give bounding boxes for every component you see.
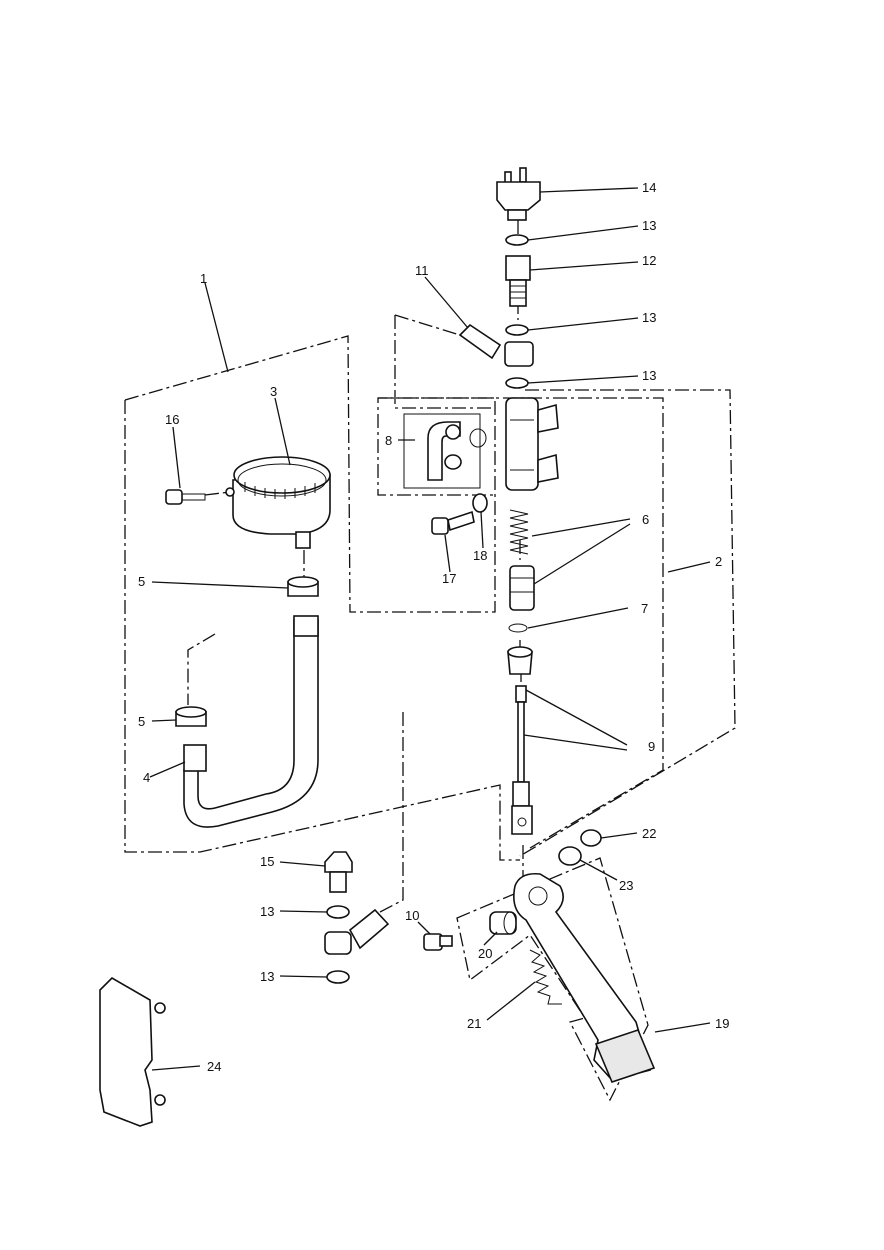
group-2-boundary (519, 389, 736, 857)
callout-18: 18 (473, 548, 487, 563)
hose-top-leader (187, 633, 216, 705)
group-1-lower-boundary (124, 400, 520, 861)
adapter-bolt (505, 255, 531, 307)
callout-13-b: 13 (642, 310, 656, 325)
callout-8: 8 (385, 433, 392, 448)
brake-pedal (513, 872, 656, 1083)
hose-clip-upper (287, 576, 319, 597)
pedal-pivot-bush (489, 911, 517, 935)
group-19-boundary (456, 857, 649, 1102)
callout-23: 23 (619, 878, 633, 893)
banjo-leader (394, 314, 461, 336)
reservoir-hose (183, 619, 319, 828)
brake-light-switch (496, 167, 541, 221)
group-1-boundary (124, 335, 496, 613)
callout-13-e: 13 (260, 969, 274, 984)
callout-10: 10 (405, 908, 419, 923)
callout-17: 17 (442, 571, 456, 586)
piston-spring-set (509, 509, 535, 611)
sealing-washer-1 (505, 234, 529, 246)
callout-14: 14 (642, 180, 656, 195)
callout-15: 15 (260, 854, 274, 869)
reservoir-screw (165, 489, 206, 505)
hose-end-upper (293, 615, 319, 637)
mounting-bolt (431, 510, 475, 535)
callout-1: 1 (200, 271, 207, 286)
pedal-seal (580, 829, 602, 847)
pedal-bush (558, 846, 582, 866)
callout-13-a: 13 (642, 218, 656, 233)
group-2-inner-boundary (378, 397, 664, 849)
banjo-hose-stub (458, 323, 534, 367)
master-cylinder-body (505, 397, 559, 491)
hose-end-lower (183, 744, 207, 772)
centerline-axis (517, 220, 524, 880)
lower-banjo (324, 908, 390, 955)
inlet-elbow-kit (403, 413, 487, 489)
hose-clip-lower (175, 706, 207, 727)
hose-connector-leader (379, 712, 404, 913)
callout-2: 2 (715, 554, 722, 569)
parts (99, 167, 656, 1127)
callout-11: 11 (415, 263, 429, 278)
callout-22: 22 (642, 826, 656, 841)
group-boundaries (124, 220, 736, 1102)
sealing-washer-5 (326, 970, 350, 984)
callout-4: 4 (143, 770, 150, 785)
callout-numbers: 1 2 3 4 5 5 6 7 8 9 10 11 12 13 13 13 13… (138, 180, 729, 1074)
fluid-reservoir (225, 456, 331, 549)
callout-7: 7 (641, 601, 648, 616)
sealing-washer-2 (505, 324, 529, 336)
callout-24: 24 (207, 1059, 221, 1074)
callout-5-lower: 5 (138, 714, 145, 729)
sealing-washer-4 (326, 905, 350, 919)
group-8-boundary (394, 315, 495, 409)
callout-19: 19 (715, 1016, 729, 1031)
callout-6: 6 (642, 512, 649, 527)
callout-20: 20 (478, 946, 492, 961)
callout-12: 12 (642, 253, 656, 268)
callout-9: 9 (648, 739, 655, 754)
sealing-washer-3 (505, 377, 529, 389)
circlip (508, 623, 528, 633)
callout-5-upper: 5 (138, 574, 145, 589)
pivot-bolt (423, 933, 453, 951)
leader-lines (149, 187, 711, 1071)
callout-21: 21 (467, 1016, 481, 1031)
callout-13-d: 13 (260, 904, 274, 919)
pushrod-assembly (511, 685, 533, 835)
union-bolt (324, 851, 353, 893)
callout-3: 3 (270, 384, 277, 399)
return-spring (529, 949, 562, 1005)
callout-16: 16 (165, 412, 179, 427)
heel-guard-plate (99, 976, 166, 1127)
dust-boot (507, 646, 533, 675)
callout-13-c: 13 (642, 368, 656, 383)
mounting-washer (472, 493, 488, 513)
